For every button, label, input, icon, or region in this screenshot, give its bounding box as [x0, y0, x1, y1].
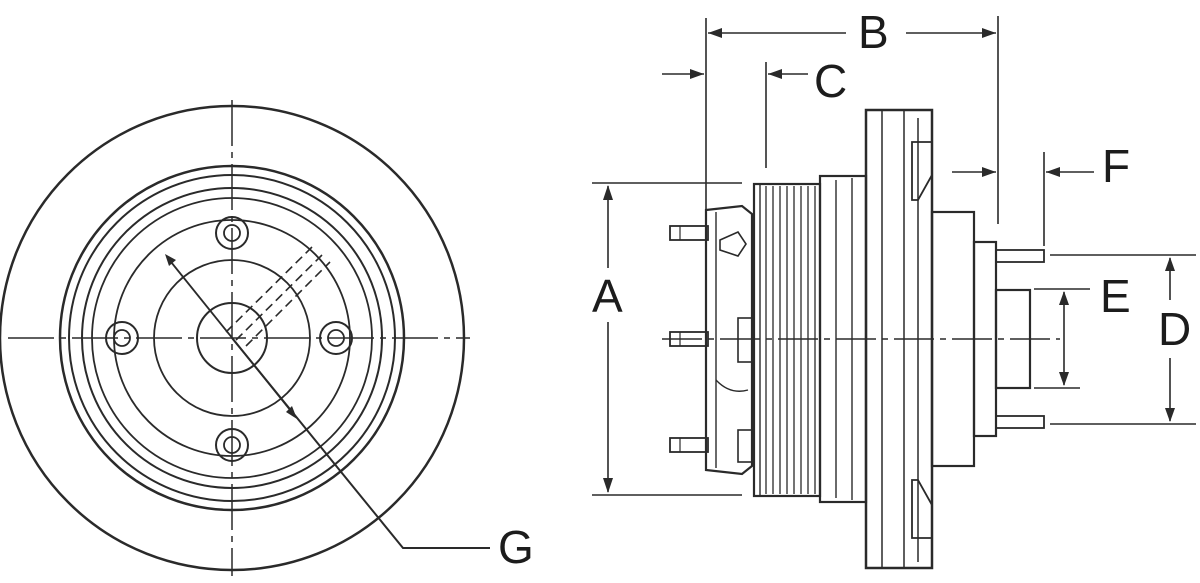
label-d: D	[1158, 303, 1191, 355]
pulley-grooves	[765, 186, 816, 494]
label-c: C	[814, 55, 847, 107]
front-bolt-top	[215, 216, 249, 250]
dimension-f: F	[952, 140, 1130, 246]
front-bolt-left	[105, 321, 139, 355]
dimension-e: E	[1034, 270, 1131, 389]
bolt-circle-arrow-top	[165, 254, 176, 266]
body-drum	[818, 174, 868, 504]
rear-studs	[995, 249, 1045, 429]
dimension-d: D	[1050, 254, 1196, 425]
label-e: E	[1100, 270, 1131, 322]
label-g: G	[498, 521, 534, 573]
mount-plate	[704, 204, 754, 476]
dimension-b: B	[705, 6, 999, 224]
front-bolt-bottom	[215, 428, 249, 462]
label-f: F	[1102, 140, 1130, 192]
label-a: A	[592, 270, 623, 322]
pulley	[752, 182, 822, 498]
dimension-c: C	[662, 55, 847, 168]
hidden-threaded-hole	[225, 246, 331, 347]
label-b: B	[858, 6, 889, 58]
side-view: A B C F	[592, 6, 1196, 570]
front-view: G	[0, 100, 534, 576]
dimension-a: A	[592, 182, 742, 496]
rear-hub	[930, 210, 1032, 468]
g-leader-line	[231, 337, 490, 549]
front-bolt-right	[319, 321, 353, 355]
front-studs	[669, 225, 753, 463]
